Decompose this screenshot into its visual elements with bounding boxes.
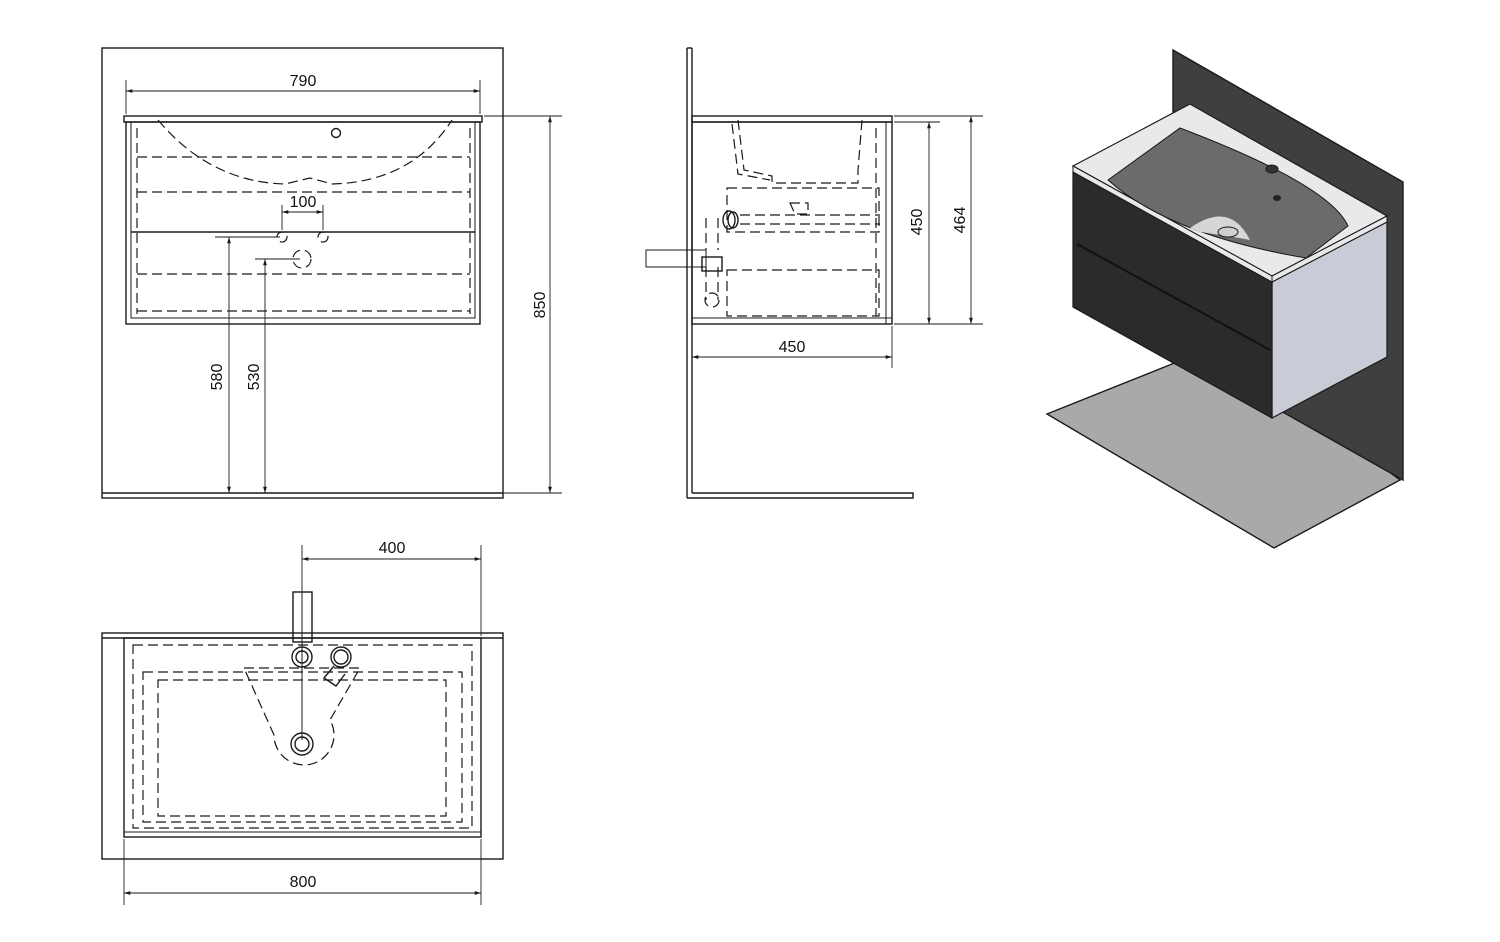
isometric-view <box>1045 48 1404 549</box>
front-basin-outline <box>157 119 453 185</box>
dim-400-label: 400 <box>379 540 406 557</box>
side-drawer-lower <box>726 269 880 317</box>
iso-countertop-edge-side <box>1271 215 1388 283</box>
iso-overflow <box>1273 195 1281 201</box>
side-basin-hidden <box>737 119 863 184</box>
side-waste-pipe <box>645 249 707 268</box>
iso-basin <box>1107 127 1349 259</box>
side-cabinet <box>691 121 893 325</box>
iso-tap-hole <box>1265 164 1279 174</box>
side-siphon-nut <box>701 256 723 272</box>
side-drawer-upper <box>726 187 880 233</box>
side-valve-ring-2 <box>727 211 739 229</box>
front-wall <box>101 47 504 499</box>
side-valve-ring <box>722 210 736 230</box>
front-valve-right <box>317 231 329 243</box>
iso-floor <box>1045 343 1402 549</box>
plan-valve-right-inner <box>333 649 349 665</box>
side-siphon <box>705 218 719 300</box>
dim-464-label: 464 <box>952 207 969 234</box>
side-basin-hidden-inner <box>731 123 771 181</box>
dim-800-label: 800 <box>290 874 317 891</box>
plan-valve-hose <box>322 665 346 687</box>
front-tap-hole <box>330 127 342 139</box>
plan-basin-hidden <box>243 667 362 766</box>
side-floor <box>687 492 914 499</box>
dim-790-label: 790 <box>290 73 317 90</box>
iso-drain <box>1217 226 1239 238</box>
front-waste-outlet <box>292 249 312 269</box>
dim-530-label: 530 <box>246 364 263 391</box>
plan-view: 400 800 <box>101 540 504 905</box>
side-tap-fitting <box>789 202 809 215</box>
iso-drawer-split <box>1076 243 1271 351</box>
dim-100-label: 100 <box>290 194 317 211</box>
dim-450d-label: 450 <box>779 339 806 356</box>
dim-450h-label: 450 <box>909 209 926 236</box>
plan-valve-right <box>330 646 352 668</box>
side-siphon-bottom <box>704 292 720 308</box>
front-cabinet-inner <box>130 121 476 319</box>
front-view: 790 100 580 530 850 <box>101 47 562 499</box>
side-view: 450 450 464 <box>645 47 983 499</box>
dim-580-label: 580 <box>209 364 226 391</box>
dim-850-label: 850 <box>532 292 549 319</box>
